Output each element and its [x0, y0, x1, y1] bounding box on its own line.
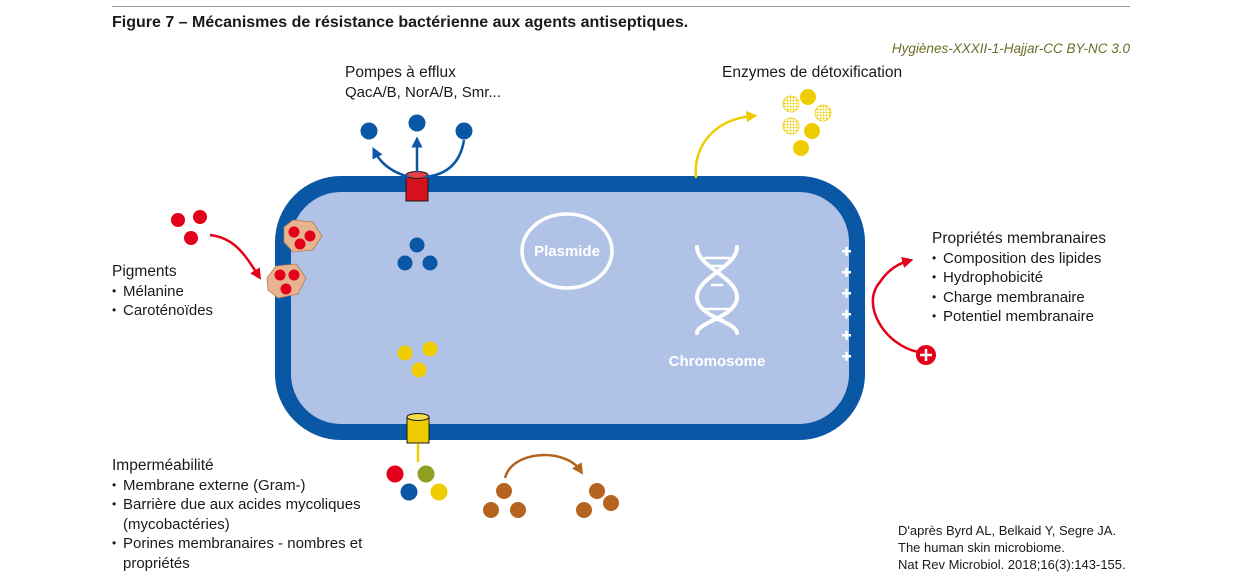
plasmid-label: Plasmide — [534, 243, 600, 260]
enzymes-heading: Enzymes de détoxification — [722, 64, 903, 81]
membrane-props-item: Charge membranaire — [932, 288, 1106, 308]
reference-block: D'après Byrd AL, Belkaid Y, Segre JA. Th… — [898, 522, 1126, 573]
membrane-props-item: Composition des lipides — [932, 249, 1106, 269]
impermeability-item: Membrane externe (Gram-) — [112, 476, 382, 496]
reference-line: The human skin microbiome. — [898, 540, 1065, 555]
figure-title: Figure 7 – Mécanismes de résistance bact… — [112, 14, 689, 31]
brown-molecules-left — [483, 483, 526, 518]
detoxified-molecules — [782, 89, 832, 156]
membrane-charge-arrow — [871, 257, 919, 354]
impermeability-heading: Imperméabilité — [112, 457, 214, 474]
efflux-label-block: Pompes à efflux QacA/B, NorA/B, Smr... — [345, 63, 501, 102]
intracellular-yellow-molecules — [397, 341, 438, 378]
pigment-hexagon-bottom — [266, 263, 307, 299]
membrane-positive-charges — [842, 246, 851, 361]
efflux-subheading: QacA/B, NorA/B, Smr... — [345, 83, 501, 101]
impermeability-item: Porines membranaires - nombres et propri… — [112, 534, 382, 573]
detox-arrow — [694, 110, 758, 179]
pigments-item: Caroténoïdes — [112, 301, 213, 321]
positive-charge-icon — [916, 345, 936, 365]
impermeability-block: Imperméabilité Membrane externe (Gram-) … — [112, 456, 382, 573]
pigments-item: Mélanine — [112, 282, 213, 302]
impermeability-arrow — [503, 453, 584, 479]
effluxed-molecules — [360, 114, 473, 140]
pigment-hexagon-top — [283, 219, 323, 253]
figure-credit: Hygiènes-XXXII-1-Hajjar-CC BY-NC 3.0 — [891, 41, 1130, 56]
dna-helix-icon — [694, 245, 740, 335]
reference-line: D'après Byrd AL, Belkaid Y, Segre JA. — [898, 523, 1117, 538]
membrane-props-item: Hydrophobicité — [932, 268, 1106, 288]
porin-molecules — [386, 465, 448, 501]
cell-membrane — [275, 176, 865, 440]
pigments-block: Pigments Mélanine Caroténoïdes — [112, 262, 213, 321]
porin-channel — [406, 413, 430, 444]
top-rule — [112, 6, 1130, 7]
pigment-arrow — [209, 233, 262, 280]
intracellular-blue-molecules — [397, 237, 438, 271]
efflux-arrows — [372, 136, 466, 179]
efflux-heading: Pompes à efflux — [345, 64, 456, 81]
brown-molecules-right — [576, 483, 619, 518]
plasmid: Plasmide — [520, 212, 614, 290]
impermeability-item: Barrière due aux acides mycoliques (myco… — [112, 495, 382, 534]
pigments-heading: Pigments — [112, 263, 177, 280]
membrane-props-block: Propriétés membranaires Composition des … — [932, 229, 1106, 327]
chromosome-label: Chromosome — [669, 353, 766, 370]
reference-line: Nat Rev Microbiol. 2018;16(3):143-155. — [898, 557, 1126, 572]
membrane-props-heading: Propriétés membranaires — [932, 230, 1107, 247]
membrane-props-item: Potentiel membranaire — [932, 307, 1106, 327]
incoming-red-molecules — [171, 210, 207, 245]
enzymes-label-block: Enzymes de détoxification — [722, 63, 902, 83]
